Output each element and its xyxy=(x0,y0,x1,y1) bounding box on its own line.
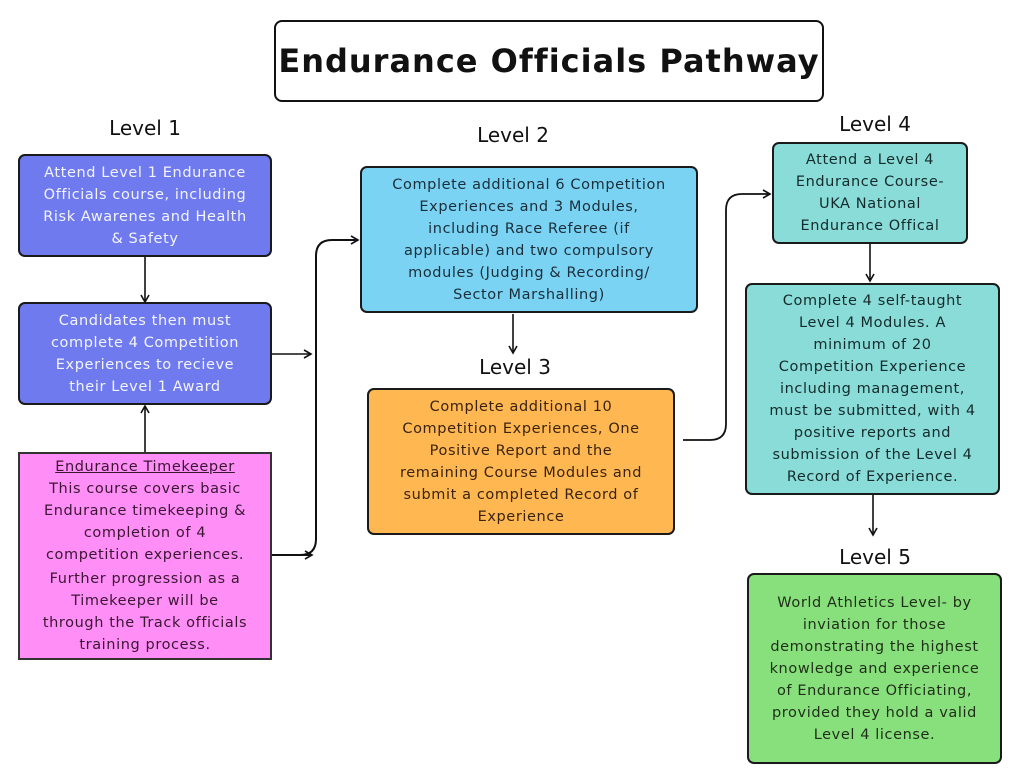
text-line: including management, xyxy=(780,381,965,397)
text-line: knowledge and experience xyxy=(769,660,980,677)
text-line: Level 4 Modules. A xyxy=(799,315,946,331)
text-line: modules (Judging & Recording/ xyxy=(408,264,650,281)
text-line: Timekeeper will be xyxy=(71,593,219,609)
text-line: Risk Awarenes and Health xyxy=(43,208,247,225)
text-line: submit a completed Record of xyxy=(403,486,639,503)
text-line: minimum of 20 xyxy=(813,337,932,353)
level-5-box: World Athletics Level- by inviation for … xyxy=(747,573,1002,764)
text-line: Attend a Level 4 xyxy=(805,152,935,168)
level-3-box: Complete additional 10 Competition Exper… xyxy=(367,388,675,535)
text-line: positive reports and xyxy=(793,425,952,441)
level-1-course-box: Attend Level 1 Endurance Officials cours… xyxy=(18,154,272,257)
text-line: & Safety xyxy=(111,230,179,247)
arrow-level3-to-level4 xyxy=(683,189,772,441)
text-line: Sector Marshalling) xyxy=(453,286,605,303)
level-1-label: Level 1 xyxy=(109,116,181,140)
level-4-label: Level 4 xyxy=(839,112,911,136)
text-line: competition experiences. xyxy=(45,547,245,563)
text-line: including Race Referee (if xyxy=(428,220,630,237)
text-line: Record of Experience. xyxy=(786,469,959,485)
text-line: Further progression as a xyxy=(49,571,241,587)
text-line: Positive Report and the xyxy=(429,442,613,459)
text-line: Experience xyxy=(477,508,565,525)
text-line: Competition Experiences, One xyxy=(402,420,640,437)
text-line: Complete 4 self-taught xyxy=(782,293,963,309)
level-5-label: Level 5 xyxy=(839,545,911,569)
text-line: Complete additional 6 Competition xyxy=(392,176,666,193)
text-line: their Level 1 Award xyxy=(69,378,221,395)
timekeeper-box: Endurance Timekeeper This course covers … xyxy=(18,452,272,660)
text-line: Complete additional 10 xyxy=(429,398,613,415)
level-4-modules-box: Complete 4 self-taught Level 4 Modules. … xyxy=(745,283,1000,495)
text-line: Endurance Offical xyxy=(800,218,940,234)
text-line: completion of 4 xyxy=(83,525,207,541)
level-3-label: Level 3 xyxy=(479,355,551,379)
level-2-box: Complete additional 6 Competition Experi… xyxy=(360,166,698,313)
text-line: This course covers basic xyxy=(49,481,241,497)
page-title: Endurance Officials Pathway xyxy=(274,20,824,102)
text-line: Endurance Course- xyxy=(795,174,945,190)
level-4-course-box: Attend a Level 4 Endurance Course- UKA N… xyxy=(772,142,968,244)
text-line: demonstrating the highest xyxy=(770,638,979,655)
text-line: Candidates then must xyxy=(58,312,232,329)
timekeeper-heading: Endurance Timekeeper xyxy=(55,459,235,475)
text-line: UKA National xyxy=(818,196,922,212)
text-line: provided they hold a valid xyxy=(772,704,977,721)
level-1-experiences-box: Candidates then must complete 4 Competit… xyxy=(18,302,272,405)
arrow-timekeeper-to-level2 xyxy=(272,235,360,556)
text-line: of Endurance Officiating, xyxy=(776,682,973,699)
text-line: Competition Experience xyxy=(778,359,967,375)
text-line: through the Track officials xyxy=(42,615,248,631)
level-2-label: Level 2 xyxy=(477,123,549,147)
text-line: Level 4 license. xyxy=(813,726,936,743)
text-line: submission of the Level 4 xyxy=(772,447,973,463)
text-line: complete 4 Competition xyxy=(50,334,240,351)
text-line: remaining Course Modules and xyxy=(399,464,643,481)
text-line: inviation for those xyxy=(802,616,947,633)
text-line: training process. xyxy=(79,637,211,653)
text-line: Attend Level 1 Endurance xyxy=(44,164,246,181)
text-line: applicable) and two compulsory xyxy=(404,242,654,259)
text-line: must be submitted, with 4 xyxy=(769,403,976,419)
text-line: Officials course, including xyxy=(43,186,247,203)
text-line: Experiences to recieve xyxy=(55,356,235,373)
text-line: Experiences and 3 Modules, xyxy=(419,198,639,215)
text-line: Endurance timekeeping & xyxy=(43,503,247,519)
text-line: World Athletics Level- by xyxy=(777,594,972,611)
